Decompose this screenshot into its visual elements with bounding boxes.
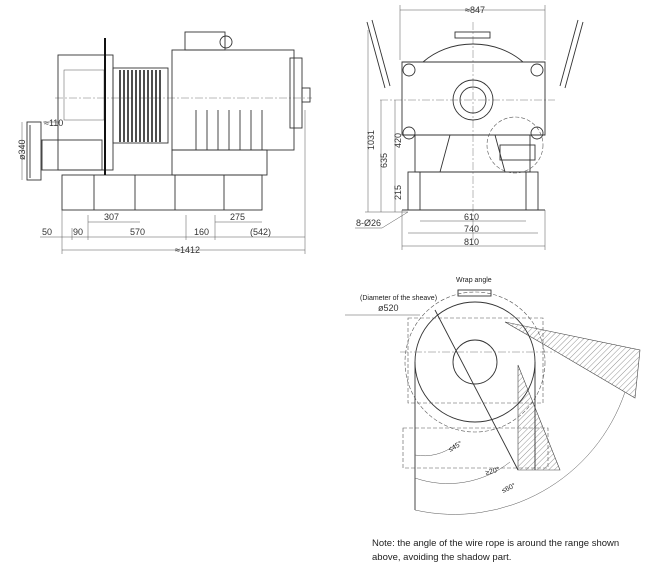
wrap-angle-label: Wrap angle (456, 277, 492, 284)
sheave-diameter-caption: (Diameter of the sheave) (360, 295, 437, 302)
angle-45: ≤45° (447, 439, 464, 453)
dim-50: 50 (42, 227, 52, 237)
dim-handwheel-diameter: ø340 (17, 139, 27, 160)
angle-20: ≥20° (484, 465, 500, 477)
dim-810: 810 (464, 237, 479, 247)
angle-60: ≤60° (500, 481, 517, 494)
dim-635: 635 (379, 153, 389, 168)
dim-542: (542) (250, 227, 271, 237)
dim-420: 420 (393, 133, 403, 148)
dim-215: 215 (393, 185, 403, 200)
wrap-angle-view: Wrap angle (Diameter of the sheave) ø520… (345, 277, 641, 515)
dim-height: 1031 (366, 130, 376, 150)
dim-holes: 8-Ø26 (356, 218, 381, 228)
dim-total-length: ≈1412 (175, 245, 200, 255)
dim-275: 275 (230, 212, 245, 222)
dim-610: 610 (464, 212, 479, 222)
note-text: Note: the angle of the wire rope is arou… (372, 537, 642, 565)
dim-570: 570 (130, 227, 145, 237)
note-line-2: above, avoiding the shadow part. (372, 552, 512, 563)
dim-740: 740 (464, 224, 479, 234)
sheave-diameter: ø520 (378, 303, 399, 313)
note-line-1: Note: the angle of the wire rope is arou… (372, 538, 620, 549)
dim-width: ≈847 (465, 5, 485, 15)
front-view: ≈847 1031 635 420 215 8-Ø26 610 740 810 (355, 5, 584, 250)
dim-90: 90 (73, 227, 83, 237)
side-view: ø340 ≈110 307 275 50 90 570 160 (542) ≈1… (17, 31, 312, 255)
dim-307: 307 (104, 212, 119, 222)
dim-offset: ≈110 (44, 118, 63, 128)
dim-160: 160 (194, 227, 209, 237)
